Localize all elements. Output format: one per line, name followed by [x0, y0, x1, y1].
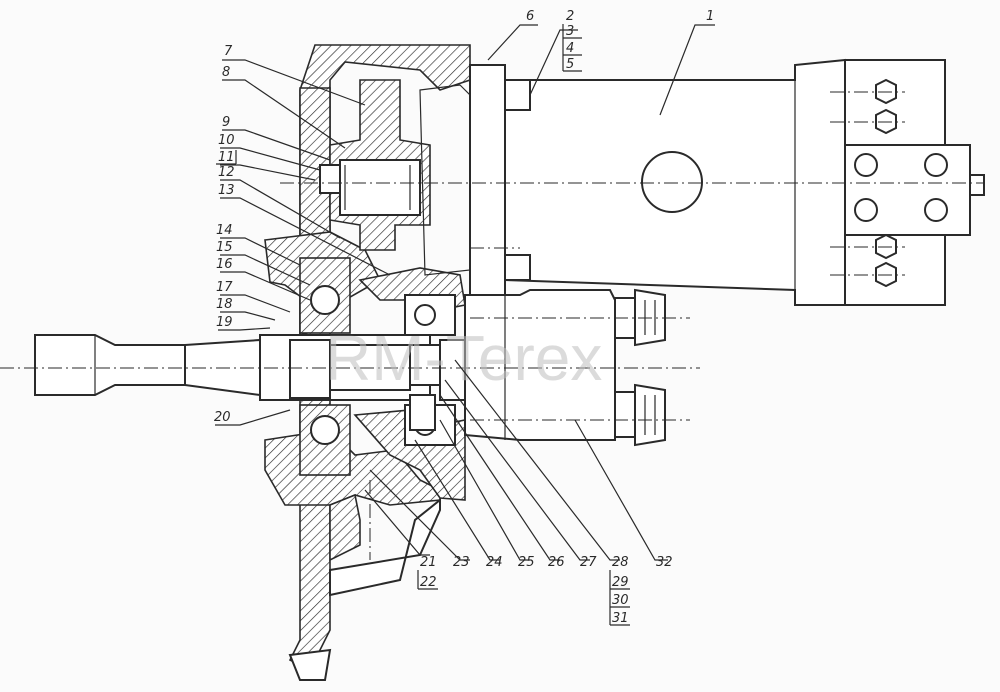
callout-11: 11 — [218, 150, 235, 165]
callout-labels: 1 2 3 4 5 6 7 8 9 10 11 12 13 14 15 16 1… — [214, 9, 714, 626]
callout-9: 9 — [222, 115, 230, 130]
callout-22: 22 — [420, 575, 437, 590]
callout-underlines — [216, 24, 630, 626]
callout-6: 6 — [526, 9, 534, 24]
callout-8: 8 — [222, 65, 230, 80]
callout-10: 10 — [218, 133, 235, 148]
callout-23: 23 — [453, 555, 470, 570]
callout-12: 12 — [218, 165, 235, 180]
leader-lines — [215, 24, 715, 561]
callout-25: 25 — [518, 555, 535, 570]
solenoid-block — [409, 288, 666, 447]
callout-20: 20 — [214, 410, 231, 425]
gear-assembly — [319, 79, 431, 251]
callout-30: 30 — [612, 593, 629, 608]
callout-32: 32 — [656, 555, 673, 570]
callout-28: 28 — [612, 555, 629, 570]
bearings — [299, 257, 456, 476]
callout-13: 13 — [218, 183, 235, 198]
motor-bolts — [854, 78, 985, 288]
callout-26: 26 — [548, 555, 565, 570]
callout-5: 5 — [566, 57, 574, 72]
callout-17: 17 — [216, 280, 233, 295]
centre-lines — [0, 91, 985, 560]
callout-21: 21 — [420, 555, 437, 570]
callout-2: 2 — [566, 9, 574, 24]
callout-7: 7 — [224, 44, 233, 59]
callout-19: 19 — [216, 315, 233, 330]
callout-15: 15 — [216, 240, 233, 255]
callout-16: 16 — [216, 257, 233, 272]
callout-18: 18 — [216, 297, 233, 312]
watermark: RM-Terex — [325, 322, 602, 394]
callout-31: 31 — [612, 611, 629, 626]
callout-24: 24 — [486, 555, 503, 570]
callout-1: 1 — [706, 9, 714, 24]
callout-29: 29 — [612, 575, 629, 590]
callout-14: 14 — [216, 223, 233, 238]
callout-3: 3 — [566, 24, 574, 39]
callout-4: 4 — [566, 41, 574, 56]
callout-27: 27 — [580, 555, 597, 570]
